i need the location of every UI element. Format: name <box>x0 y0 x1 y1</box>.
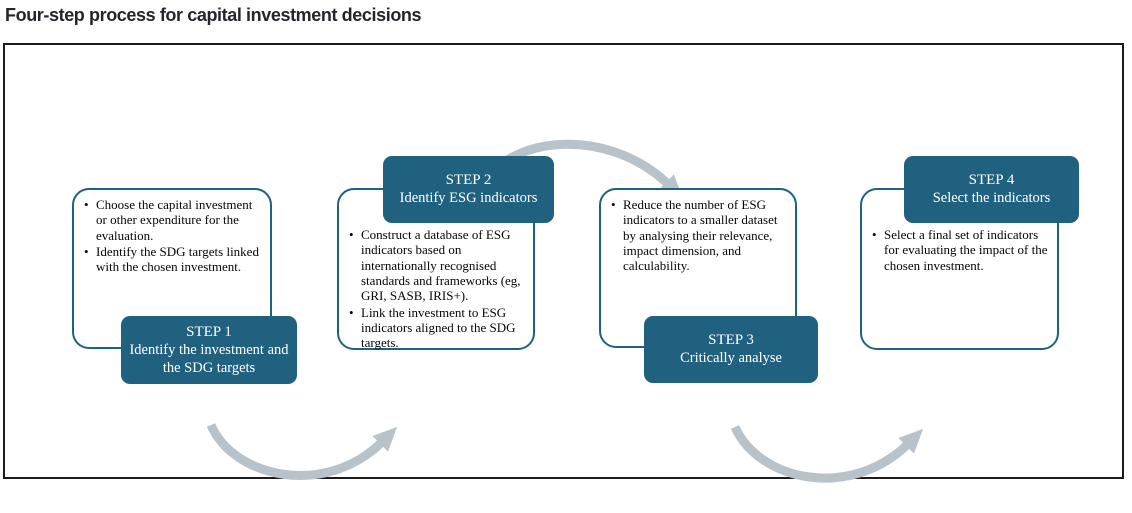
step-1-bullets: Choose the capital investment or other e… <box>74 190 270 275</box>
step-3-bullets: Reduce the number of ESG indicators to a… <box>601 190 795 274</box>
bullet-item: Choose the capital investment or other e… <box>84 197 266 243</box>
step-3-label: STEP 3 <box>708 331 754 348</box>
step-1-name: Identify the investment and the SDG targ… <box>129 342 289 376</box>
curved-arrow-step3-to-step4-icon <box>730 425 924 483</box>
step-2-header: STEP 2 Identify ESG indicators <box>383 156 554 223</box>
step-3-name: Critically analyse <box>680 350 782 367</box>
page-title: Four-step process for capital investment… <box>5 5 422 25</box>
step-3-header: STEP 3 Critically analyse <box>644 316 818 383</box>
step-4-bullets: Select a final set of indicators for eva… <box>862 190 1057 273</box>
step-4-label: STEP 4 <box>968 171 1015 188</box>
step-4-name: Select the indicators <box>932 190 1051 207</box>
bullet-item: Reduce the number of ESG indicators to a… <box>611 197 791 274</box>
bullet-item: Construct a database of ESG indicators b… <box>349 227 529 304</box>
step-2-name: Identify ESG indicators <box>399 190 538 207</box>
curved-arrow-step1-to-step2-icon <box>206 423 398 480</box>
bullet-item: Identify the SDG targets linked with the… <box>84 244 266 275</box>
bullet-item: Link the investment to ESG indicators al… <box>349 305 529 351</box>
step-1-header: STEP 1 Identify the investment and the S… <box>121 316 297 384</box>
step-2-label: STEP 2 <box>445 171 492 188</box>
step-2-bullets: Construct a database of ESG indicators b… <box>339 190 533 351</box>
step-4-header: STEP 4 Select the indicators <box>904 156 1079 223</box>
step-1-label: STEP 1 <box>186 323 232 340</box>
bullet-item: Select a final set of indicators for eva… <box>872 227 1053 273</box>
